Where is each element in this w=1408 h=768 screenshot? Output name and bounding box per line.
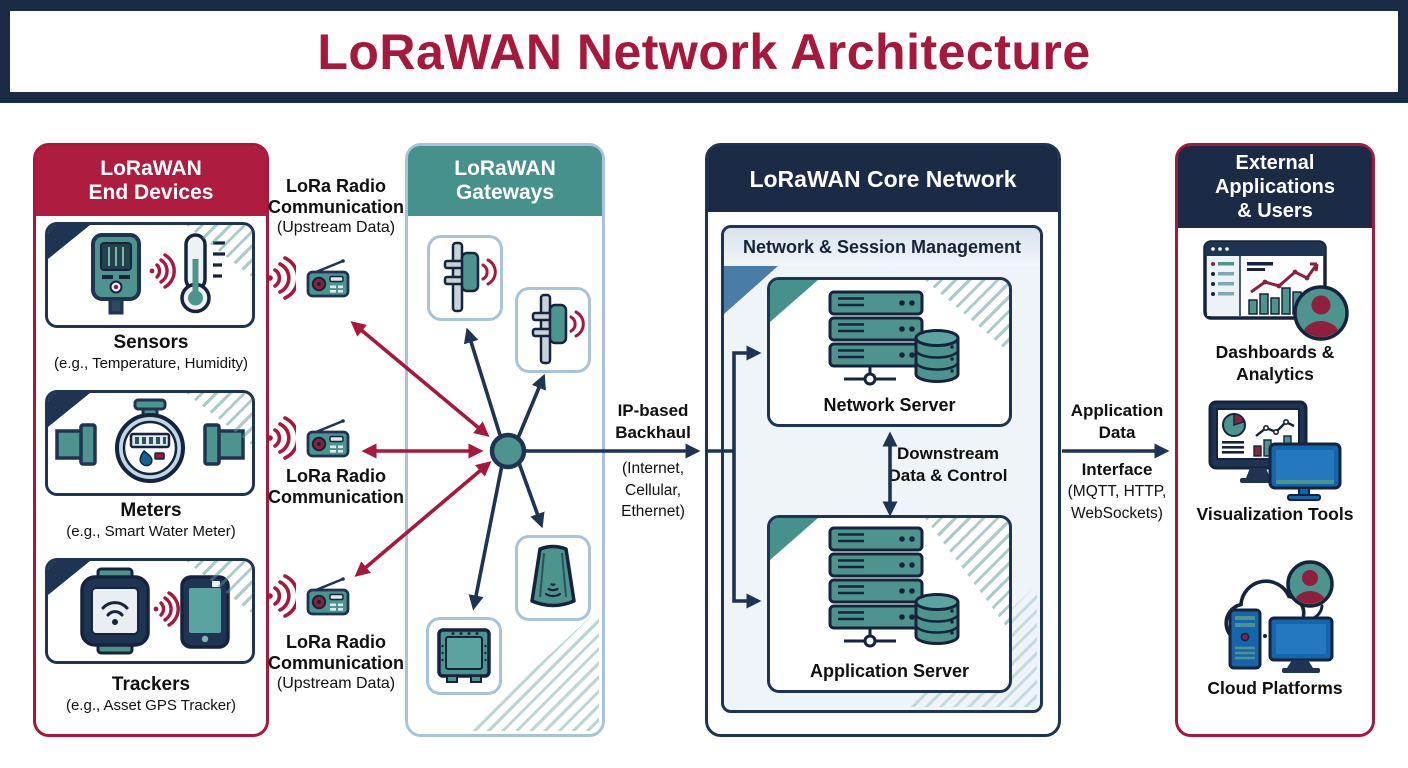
antenna-mast-icon xyxy=(531,293,585,365)
lora-link-bottom-label: LoRa Radio Communication (Upstream Data) xyxy=(256,632,416,694)
lora-link-middle-title: LoRa Radio Communication xyxy=(267,466,404,507)
lora-link-middle-label: LoRa Radio Communication xyxy=(256,466,416,508)
sensors-example: (e.g., Temperature, Humidity) xyxy=(54,355,248,372)
title-banner: LoRaWAN Network Architecture xyxy=(0,0,1408,103)
external-apps-header: External Applications & Users xyxy=(1178,146,1372,228)
trackers-example: (e.g., Asset GPS Tracker) xyxy=(65,697,237,714)
meters-example: (e.g., Smart Water Meter) xyxy=(66,523,236,540)
sensors-card xyxy=(45,222,255,328)
lora-radio-top xyxy=(266,256,352,300)
visualization-tools-item xyxy=(1206,398,1346,508)
application-server-icon xyxy=(828,526,959,648)
panel-title: Network & Session Management xyxy=(724,228,1040,266)
water-meter-icon xyxy=(55,398,245,483)
cloud-platforms-item xyxy=(1208,544,1348,681)
end-devices-header-line1: LoRaWAN xyxy=(100,157,202,181)
network-server-box: Network Server xyxy=(767,277,1012,427)
lora-link-top-subtitle: (Upstream Data) xyxy=(276,219,396,236)
sensor-and-thermometer-icon xyxy=(91,233,225,315)
visualization-tools-label: Visualization Tools xyxy=(1196,504,1354,524)
cloud-server-monitor-icon xyxy=(1224,560,1334,673)
radio-icon xyxy=(306,259,350,298)
lora-link-bottom-title: LoRa Radio Communication xyxy=(267,632,404,673)
gateways-header: LoRaWAN Gateways xyxy=(408,146,602,216)
radio-icon xyxy=(306,577,350,616)
app-data-title: Application Data xyxy=(1070,401,1164,442)
outdoor-gateway-box-icon xyxy=(437,628,491,683)
cloud-platforms-label: Cloud Platforms xyxy=(1207,678,1343,698)
core-network-column: LoRaWAN Core Network Network & Session M… xyxy=(705,143,1061,737)
page-title: LoRaWAN Network Architecture xyxy=(317,23,1091,80)
title-banner-inner: LoRaWAN Network Architecture xyxy=(10,11,1398,92)
radio-waves-icon xyxy=(267,574,296,618)
end-devices-header: LoRaWAN End Devices xyxy=(36,146,266,216)
end-devices-column: LoRaWAN End Devices xyxy=(33,143,269,737)
gateway-indoor xyxy=(515,535,591,621)
application-server-caption: Application Server xyxy=(809,661,970,681)
meters-caption: Meters (e.g., Smart Water Meter) xyxy=(36,500,266,541)
downstream-label: Downstream Data & Control xyxy=(888,444,1008,485)
gateway-outdoor-box xyxy=(426,617,502,695)
end-devices-header-line2: End Devices xyxy=(88,181,214,204)
backhaul-title: IP-based Backhaul xyxy=(615,401,691,442)
core-network-header: LoRaWAN Core Network xyxy=(708,146,1058,212)
gateways-header-line1: LoRaWAN xyxy=(454,157,556,181)
meters-label: Meters xyxy=(120,500,182,521)
app-data-interface: Interface (MQTT, HTTP, WebSockets) xyxy=(1067,460,1167,522)
lora-radio-middle xyxy=(266,416,352,460)
application-server-box: Application Server xyxy=(767,515,1012,693)
trackers-caption: Trackers (e.g., Asset GPS Tracker) xyxy=(36,674,266,715)
gateways-column: LoRaWAN Gateways xyxy=(405,143,605,737)
trackers-card xyxy=(45,558,255,664)
external-apps-column: External Applications & Users xyxy=(1175,143,1375,737)
sensors-caption: Sensors (e.g., Temperature, Humidity) xyxy=(36,332,266,373)
radio-waves-icon xyxy=(267,256,296,300)
network-server-icon xyxy=(828,290,959,386)
dashboard-chart-user-icon xyxy=(1203,240,1349,341)
lora-link-top-title: LoRa Radio Communication xyxy=(267,176,404,217)
gateways-header-line2: Gateways xyxy=(455,181,555,204)
backhaul-subtitle: (Internet, Cellular, Ethernet) xyxy=(621,460,685,520)
radio-waves-icon xyxy=(267,416,296,460)
meters-card xyxy=(45,390,255,496)
lora-link-top-label: LoRa Radio Communication (Upstream Data) xyxy=(256,176,416,238)
sensors-label: Sensors xyxy=(113,332,189,353)
indoor-gateway-icon xyxy=(530,544,576,608)
gateway-antenna-2 xyxy=(515,287,591,373)
lora-link-bottom-subtitle: (Upstream Data) xyxy=(276,675,396,692)
dashboards-analytics-label: Dashboards & Analytics xyxy=(1215,342,1335,384)
gateway-antenna-1 xyxy=(427,235,503,321)
lora-radio-bottom xyxy=(266,574,352,618)
smartwatch-and-gps-phone-icon xyxy=(80,567,230,655)
network-server-caption: Network Server xyxy=(823,395,956,415)
antenna-mast-icon xyxy=(443,241,497,313)
dashboards-analytics-item xyxy=(1203,236,1353,346)
radio-icon xyxy=(306,419,350,458)
monitors-with-charts-icon xyxy=(1208,400,1342,501)
trackers-label: Trackers xyxy=(111,674,191,695)
